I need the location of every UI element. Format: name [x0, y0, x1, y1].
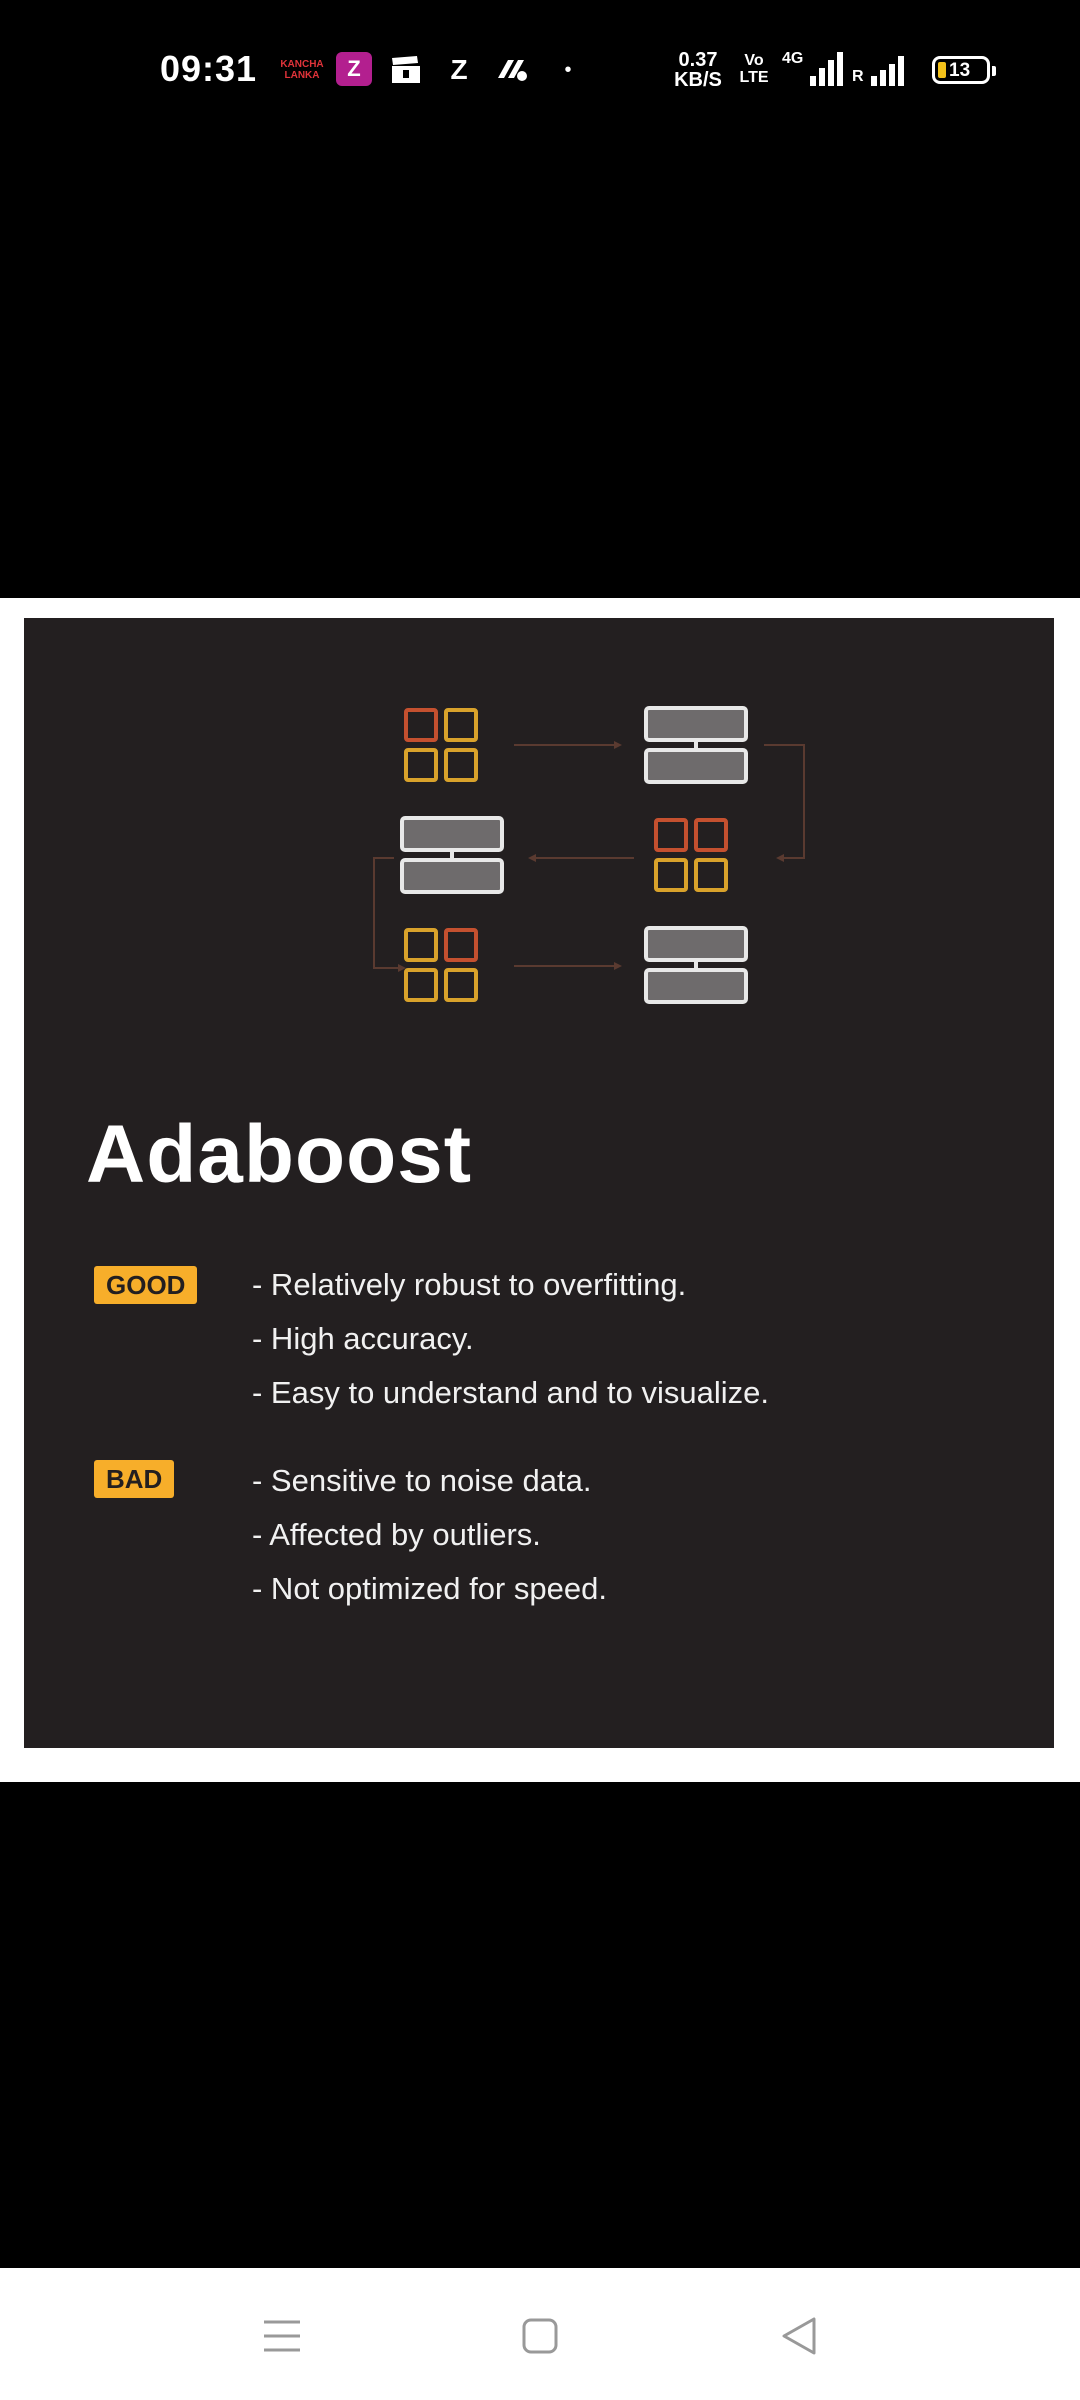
- good-points-list: - Relatively robust to overfitting. - Hi…: [252, 1258, 769, 1420]
- infographic-title: Adaboost: [86, 1109, 473, 1200]
- good-badge: GOOD: [94, 1266, 198, 1304]
- kancha-lanka-notification-icon: KANCHA LANKA: [280, 52, 324, 88]
- roaming-label: R: [852, 68, 864, 85]
- bad-point: - Sensitive to noise data.: [252, 1463, 592, 1498]
- bad-points-list: - Sensitive to noise data. - Affected by…: [252, 1454, 607, 1616]
- gpay-icon: [490, 52, 534, 88]
- back-icon: [782, 2317, 816, 2355]
- battery-level: 13: [949, 60, 971, 81]
- clapperboard-icon: [388, 52, 424, 88]
- z-app-letter: Z: [347, 56, 361, 81]
- battery-icon: 13: [932, 56, 996, 84]
- good-point: - Easy to understand and to visualize.: [252, 1375, 769, 1410]
- menu-icon: [264, 2320, 300, 2352]
- home-button[interactable]: [516, 2312, 564, 2360]
- back-button[interactable]: [776, 2312, 824, 2360]
- z-letter: Z: [450, 54, 468, 85]
- more-notifications-dot: •: [564, 58, 572, 81]
- good-point: - High accuracy.: [252, 1321, 474, 1356]
- bad-point: - Affected by outliers.: [252, 1517, 541, 1552]
- net-speed-unit: KB/S: [674, 69, 722, 91]
- z-notification-icon: Z: [444, 52, 474, 88]
- adaboost-infographic: Adaboost GOOD - Relatively robust to ove…: [24, 618, 1054, 1748]
- volte-indicator: Vo LTE: [734, 52, 774, 86]
- network-type: 4G: [782, 50, 804, 67]
- volte-bottom: LTE: [739, 69, 769, 86]
- brand-line-2: LANKA: [284, 70, 320, 81]
- network-speed: 0.37 KB/S: [670, 50, 726, 90]
- status-bar: 09:31 KANCHA LANKA Z Z • 0.37 KB/S Vo LT…: [0, 0, 1080, 140]
- image-viewer[interactable]: Adaboost GOOD - Relatively robust to ove…: [0, 598, 1080, 1782]
- boosting-diagram: [373, 706, 805, 1004]
- net-speed-value: 0.37: [678, 49, 718, 71]
- model-3: [644, 926, 748, 1004]
- good-point: - Relatively robust to overfitting.: [252, 1267, 687, 1302]
- home-icon: [522, 2318, 558, 2354]
- model-2: [400, 816, 504, 894]
- volte-top: Vo: [744, 52, 764, 69]
- data-group-3: [404, 928, 478, 1002]
- signal-icon-sim2: R: [852, 50, 904, 86]
- menu-button[interactable]: [258, 2312, 306, 2360]
- data-group-1: [404, 708, 478, 782]
- status-time: 09:31: [160, 48, 258, 89]
- data-group-2: [654, 818, 728, 892]
- bad-badge: BAD: [94, 1460, 175, 1498]
- signal-icon: 4G: [782, 50, 844, 86]
- navigation-bar: [0, 2268, 1080, 2400]
- brand-line-1: KANCHA: [280, 59, 324, 70]
- z-app-notification-icon: Z: [336, 52, 372, 86]
- model-1: [644, 706, 748, 784]
- bad-point: - Not optimized for speed.: [252, 1571, 607, 1606]
